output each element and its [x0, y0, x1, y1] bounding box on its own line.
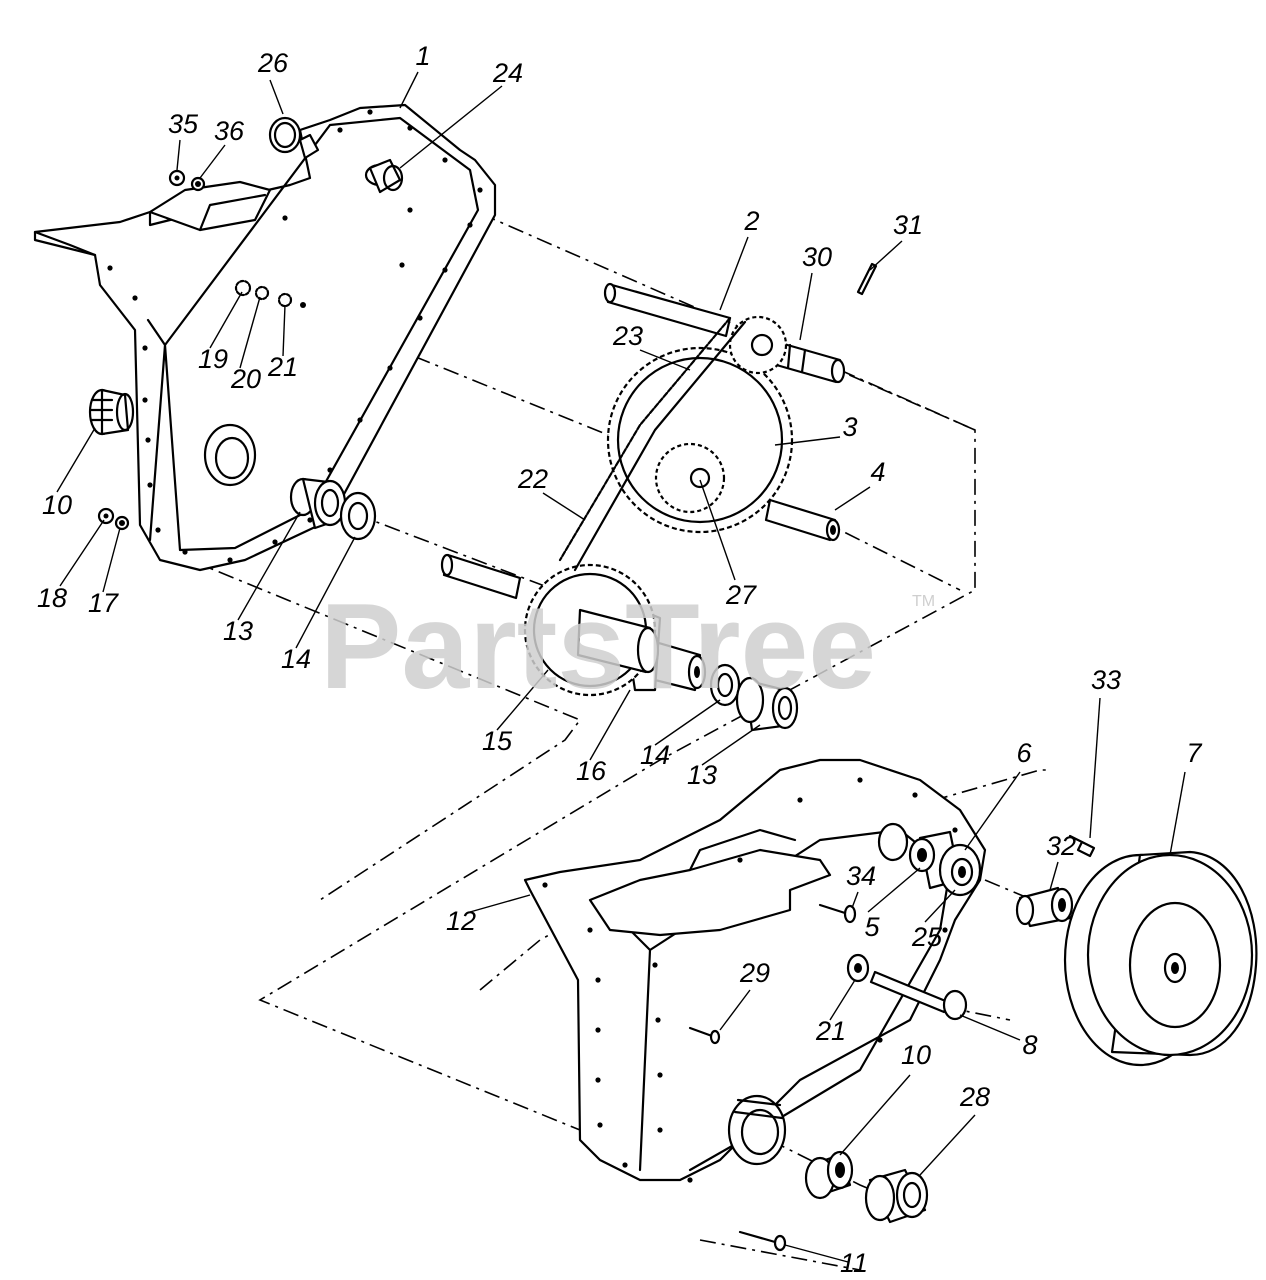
- flange-holes-left: [107, 109, 483, 563]
- callout-c12: 12: [446, 906, 476, 936]
- left-case-hardware: [88, 116, 377, 541]
- callout-c17: 17: [88, 588, 119, 618]
- watermark-trademark: TM: [912, 593, 935, 610]
- sprocket-large: [606, 346, 794, 534]
- callout-c23: 23: [612, 321, 643, 351]
- callout-c14a: 14: [281, 644, 311, 674]
- callout-c7: 7: [1186, 738, 1202, 768]
- callout-c19: 19: [198, 344, 228, 374]
- sprocket-15: [523, 563, 660, 697]
- chain-case-right: [523, 758, 987, 1183]
- callout-c21b: 21: [815, 1016, 846, 1046]
- callout-c13a: 13: [223, 616, 253, 646]
- callout-c10b: 10: [901, 1040, 931, 1070]
- sprocket-upper: [728, 315, 788, 375]
- callout-c29: 29: [739, 958, 770, 988]
- callout-c36: 36: [214, 116, 245, 146]
- watermark-text: PartsTree: [320, 578, 876, 714]
- right-case-hardware: [688, 834, 1096, 1252]
- callout-c31: 31: [893, 210, 923, 240]
- callout-c22: 22: [517, 464, 548, 494]
- pulley-7: [1063, 850, 1258, 1067]
- chain-case-left: [33, 103, 497, 572]
- callout-c25: 25: [911, 922, 943, 952]
- callout-c27: 27: [725, 580, 757, 610]
- sprocket-small-27: [654, 442, 726, 514]
- callout-c13b: 13: [687, 760, 717, 790]
- callout-c8: 8: [1022, 1030, 1037, 1060]
- callout-c24: 24: [492, 58, 523, 88]
- callout-c30: 30: [802, 242, 832, 272]
- drive-chains: [558, 316, 747, 572]
- callout-c1: 1: [415, 41, 430, 71]
- callout-c35: 35: [168, 109, 199, 139]
- callout-c34: 34: [846, 861, 876, 891]
- callout-c28: 28: [959, 1082, 990, 1112]
- callout-c11: 11: [840, 1248, 868, 1278]
- callout-c14b: 14: [640, 740, 670, 770]
- callout-c16: 16: [576, 756, 607, 786]
- callout-c6: 6: [1016, 738, 1032, 768]
- callout-c32: 32: [1046, 831, 1076, 861]
- leader-lines: [56, 71, 1186, 1263]
- callout-c20: 20: [230, 364, 261, 394]
- callout-c21a: 21: [267, 352, 298, 382]
- callout-c3: 3: [842, 412, 857, 442]
- callout-c5: 5: [864, 912, 880, 942]
- callout-c10a: 10: [42, 490, 72, 520]
- callout-c2: 2: [743, 206, 759, 236]
- callout-c4: 4: [870, 457, 885, 487]
- callout-c33: 33: [1091, 665, 1121, 695]
- callout-c18: 18: [37, 583, 67, 613]
- callout-c15: 15: [482, 726, 513, 756]
- callout-c26: 26: [257, 48, 289, 78]
